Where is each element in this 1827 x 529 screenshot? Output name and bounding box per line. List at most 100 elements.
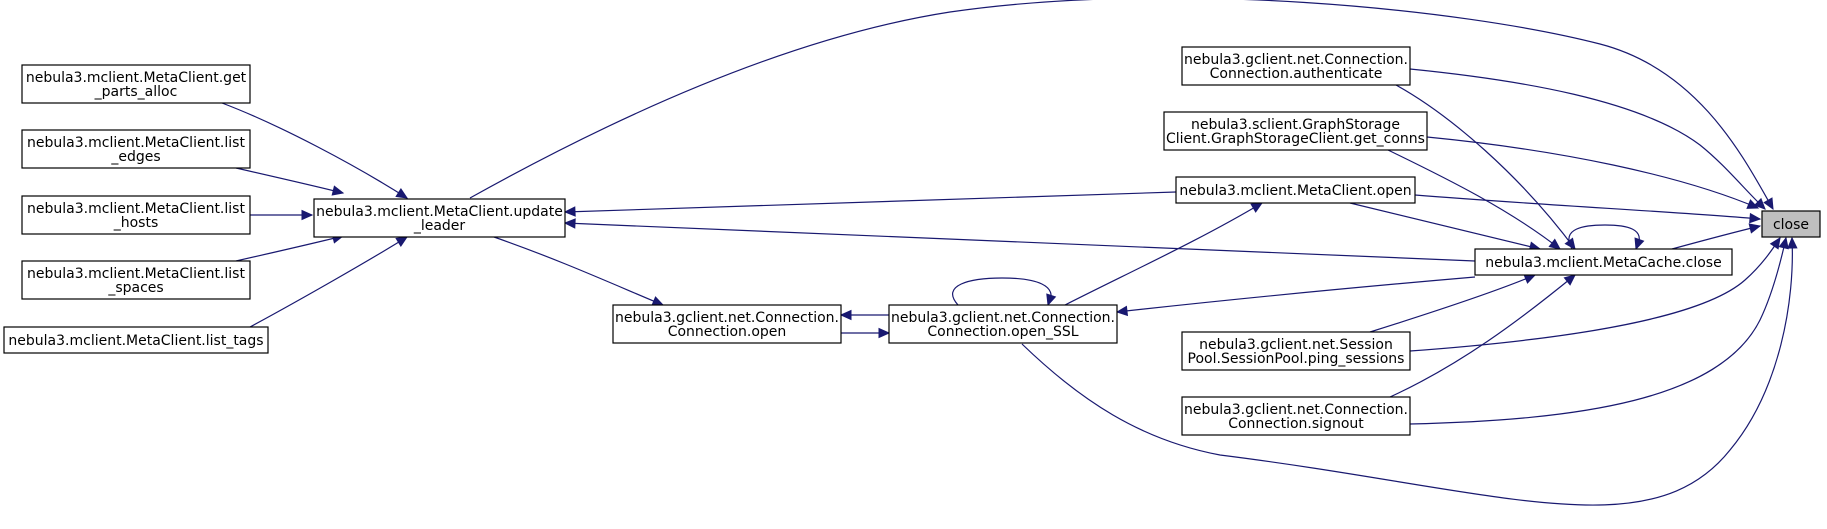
node-update-leader[interactable]: nebula3.mclient.MetaClient.update_leader xyxy=(313,198,566,238)
node-box xyxy=(888,304,1118,344)
edge-metacache_close-to-update_leader xyxy=(563,218,1476,262)
arrowhead xyxy=(331,185,345,196)
node-label: nebula3.gclient.net.Session xyxy=(1199,337,1393,353)
node-label: _leader xyxy=(413,218,466,234)
node-conn-open-ssl[interactable]: nebula3.gclient.net.Connection.Connectio… xyxy=(888,304,1118,344)
node-box xyxy=(3,326,269,354)
edge-line xyxy=(1395,84,1576,250)
arrowhead xyxy=(1769,236,1781,250)
edge-conn_open_ssl-to-conn_open xyxy=(839,309,889,321)
node-label: _hosts xyxy=(113,215,159,231)
edge-conn_open_ssl-to-conn_open_ssl xyxy=(952,277,1057,307)
edge-meta_open-to-close xyxy=(1414,194,1762,224)
edge-list_hosts-to-update_leader xyxy=(250,209,314,221)
edges-layer xyxy=(221,0,1798,506)
arrowhead xyxy=(395,187,409,199)
edge-update_leader-to-close xyxy=(469,0,1774,211)
node-list-tags[interactable]: nebula3.mclient.MetaClient.list_tags xyxy=(3,326,269,354)
node-box xyxy=(21,260,251,300)
node-label: nebula3.gclient.net.Connection. xyxy=(1184,52,1408,68)
edge-line xyxy=(235,235,344,262)
edge-metacache_close-to-close xyxy=(1671,223,1762,250)
node-box xyxy=(1474,248,1733,276)
edge-ping_sessions-to-metacache_close xyxy=(1369,274,1537,333)
edge-line xyxy=(1568,224,1640,250)
edge-line xyxy=(1409,237,1787,425)
edge-meta_open-to-metacache_close xyxy=(1349,202,1542,252)
arrowhead xyxy=(395,236,409,247)
node-label: Connection.open xyxy=(668,324,787,340)
node-label: nebula3.sclient.GraphStorage xyxy=(1191,117,1400,133)
arrowhead xyxy=(1753,197,1766,210)
node-signout[interactable]: nebula3.gclient.net.Connection.Connectio… xyxy=(1181,396,1411,436)
edge-line xyxy=(1409,237,1781,352)
edge-line xyxy=(1021,237,1793,506)
node-label: nebula3.mclient.MetaClient.list xyxy=(27,266,245,282)
arrowhead xyxy=(1749,212,1762,224)
node-label: nebula3.mclient.MetaClient.list_tags xyxy=(8,333,263,349)
arrowhead xyxy=(651,296,665,306)
node-ping-sessions[interactable]: nebula3.gclient.net.SessionPool.SessionP… xyxy=(1181,331,1411,371)
node-box xyxy=(1175,176,1416,204)
node-close[interactable]: close xyxy=(1761,210,1821,238)
edge-line xyxy=(469,0,1774,210)
edge-line xyxy=(564,222,1476,262)
edge-meta_open-to-update_leader xyxy=(563,191,1177,217)
node-list-edges[interactable]: nebula3.mclient.MetaClient.list_edges xyxy=(21,129,251,169)
node-box xyxy=(1181,46,1411,86)
nodes-layer: close nebula3.mclient.MetaClient.update_l… xyxy=(3,46,1821,436)
node-get-parts-alloc[interactable]: nebula3.mclient.MetaClient.get_parts_all… xyxy=(21,64,251,104)
edge-signout-to-metacache_close xyxy=(1389,274,1576,398)
node-label: Client.GraphStorageClient.get_conns xyxy=(1166,131,1425,147)
node-label: nebula3.mclient.MetaClient.list xyxy=(27,135,245,151)
node-label: _spaces xyxy=(107,280,163,296)
node-metacache-close[interactable]: nebula3.mclient.MetaCache.close xyxy=(1474,248,1733,276)
edge-line xyxy=(952,277,1052,306)
node-get-conns[interactable]: nebula3.sclient.GraphStorageClient.Graph… xyxy=(1163,111,1428,151)
arrowhead xyxy=(1523,274,1537,284)
arrowhead xyxy=(1563,274,1576,286)
arrowhead xyxy=(1250,202,1264,213)
node-box xyxy=(1163,111,1428,151)
node-label: _edges xyxy=(110,149,160,165)
arrowhead xyxy=(1763,197,1774,211)
node-conn-open[interactable]: nebula3.gclient.net.Connection.Connectio… xyxy=(612,304,842,344)
node-box xyxy=(1761,210,1821,238)
node-label: Pool.SessionPool.ping_sessions xyxy=(1188,351,1405,367)
node-label: nebula3.gclient.net.Connection. xyxy=(891,310,1115,326)
node-label: nebula3.mclient.MetaClient.get xyxy=(26,70,247,86)
arrowhead xyxy=(563,218,576,229)
edge-line xyxy=(1389,274,1576,398)
arrowhead xyxy=(1746,199,1760,209)
arrowhead xyxy=(1748,223,1762,234)
node-meta-open[interactable]: nebula3.mclient.MetaClient.open xyxy=(1175,176,1416,204)
arrowhead xyxy=(563,206,576,217)
edge-list_tags-to-update_leader xyxy=(249,236,409,328)
node-list-hosts[interactable]: nebula3.mclient.MetaClient.list_hosts xyxy=(21,195,251,235)
edge-conn_open-to-conn_open_ssl xyxy=(841,327,891,339)
arrowhead xyxy=(1564,237,1576,250)
edge-get_conns-to-metacache_close xyxy=(1387,149,1561,250)
edge-get_parts_alloc-to-update_leader xyxy=(221,102,409,199)
edge-line xyxy=(1671,225,1761,250)
edge-list_spaces-to-update_leader xyxy=(235,233,345,262)
node-label: nebula3.mclient.MetaClient.list xyxy=(27,201,245,217)
arrowhead xyxy=(1548,238,1561,250)
edge-line xyxy=(221,102,408,199)
edge-line xyxy=(1116,276,1476,313)
node-list-spaces[interactable]: nebula3.mclient.MetaClient.list_spaces xyxy=(21,260,251,300)
node-box xyxy=(21,129,251,169)
node-label: nebula3.gclient.net.Connection. xyxy=(615,310,839,326)
node-label: Connection.signout xyxy=(1228,416,1364,432)
arrowhead xyxy=(839,309,852,321)
edge-line xyxy=(1349,202,1541,250)
edge-line xyxy=(235,167,344,194)
arrowhead xyxy=(1046,293,1057,307)
node-authenticate[interactable]: nebula3.gclient.net.Connection.Connectio… xyxy=(1181,46,1411,86)
node-label: close xyxy=(1773,217,1809,233)
node-box xyxy=(21,195,251,235)
node-box xyxy=(313,198,566,238)
edge-ping_sessions-to-close xyxy=(1409,236,1781,352)
edge-authenticate-to-close xyxy=(1409,68,1766,210)
